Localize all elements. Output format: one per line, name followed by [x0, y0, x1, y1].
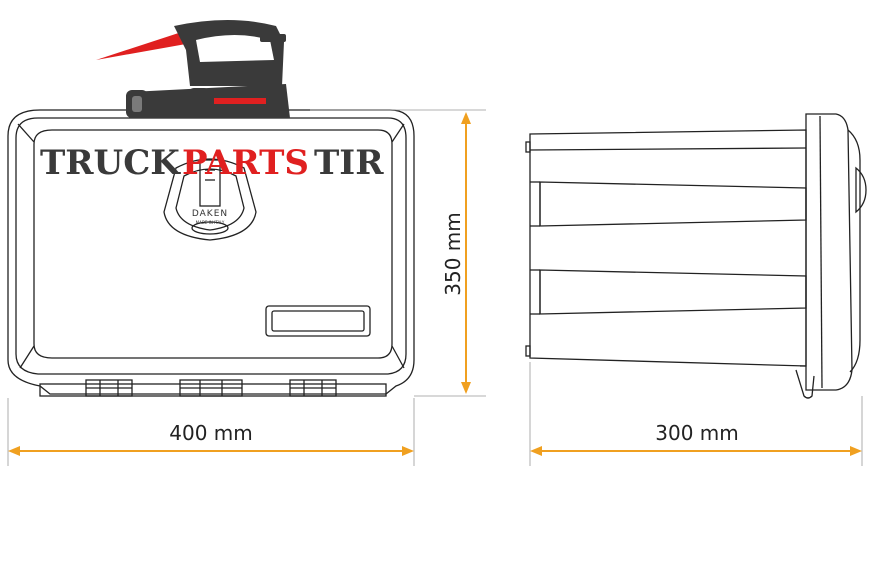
depth-dimension [530, 446, 862, 456]
hinge-center [179, 379, 243, 397]
side-door-profile [805, 113, 853, 391]
logo-word-parts: PARTS [182, 143, 309, 183]
logo: TRUCK PARTS TIR [40, 20, 384, 183]
lock-brand-text: DAKEN [192, 209, 228, 219]
lock-stamp-text: MADE IN ITALY [196, 220, 225, 225]
hinge-left [85, 379, 133, 397]
logo-word-truck: TRUCK [40, 143, 181, 183]
side-latch [795, 369, 815, 399]
logo-word-tir: TIR [314, 143, 384, 183]
height-dimension [461, 112, 471, 394]
side-view [525, 113, 867, 399]
width-dimension [8, 446, 414, 456]
front-view: DAKEN MADE IN ITALY [7, 109, 415, 397]
lock-assembly [163, 158, 257, 241]
side-body [529, 129, 807, 367]
width-label: 400 mm [169, 421, 253, 445]
height-label: 350 mm [441, 212, 465, 296]
label-plate [265, 305, 371, 337]
front-inner-rim [15, 117, 407, 375]
hinge-right [289, 379, 337, 397]
front-door-panel [33, 129, 393, 359]
dimension-lines: 400 mm 350 mm 300 mm [7, 109, 863, 466]
depth-label: 300 mm [655, 421, 739, 445]
truck-icon [96, 20, 290, 118]
